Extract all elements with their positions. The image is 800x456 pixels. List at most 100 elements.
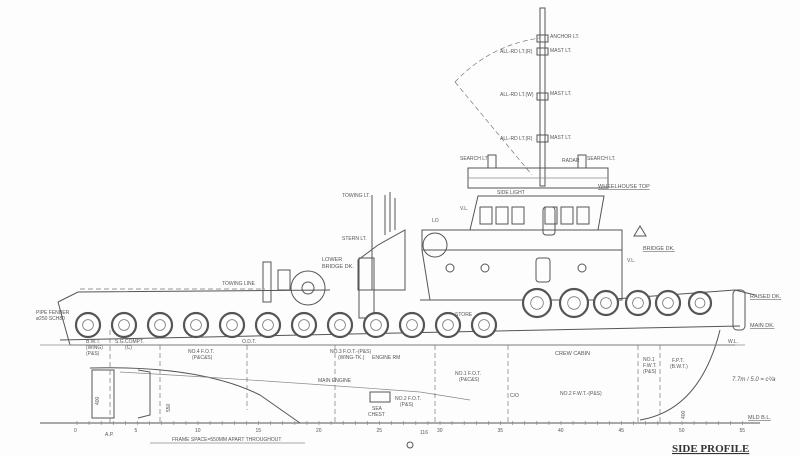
steering-compt-label-2: (C) — [125, 345, 132, 351]
lower-bridge-label-2: BRIDGE DK. — [322, 264, 354, 270]
mast-light-low-label: MAST LT. — [550, 135, 572, 141]
ap-label: A.P. — [105, 432, 114, 438]
towing-line-label: TOWING LINE — [222, 281, 256, 287]
fender-tire-hub — [530, 296, 544, 310]
fender-tire — [470, 311, 498, 339]
fpt-label-2: (B.W.T.) — [670, 364, 688, 370]
frame-number: 0 — [74, 428, 77, 434]
fender-tire-hub — [694, 297, 706, 309]
fender-tires — [74, 287, 713, 339]
search-light-left — [487, 154, 497, 169]
lower-bridge-label-1: LOWER — [322, 257, 342, 263]
search-light-right — [577, 154, 587, 169]
fender-tire-hub — [226, 319, 238, 331]
bwt-label-3: (P&S) — [86, 351, 100, 357]
sea-chest-label-1: SEA — [372, 406, 383, 412]
rudder — [91, 369, 115, 419]
towing-post — [262, 261, 272, 303]
fwt1-label-2: F.W.T. — [643, 363, 657, 369]
frame-number: 55 — [740, 428, 746, 434]
fender-tire-hub — [632, 297, 644, 309]
fender-tire — [654, 289, 682, 317]
side-light-label: SIDE LIGHT — [497, 190, 525, 196]
fender-tire — [218, 311, 246, 339]
fot1-label-2: (P&C&S) — [459, 377, 480, 383]
bwt-label-1: B.W.T. — [86, 339, 100, 345]
engine-room-label: ENGINE RM — [372, 355, 400, 361]
fot3-label-1: NO.3 F.O.T.-(P&S) — [330, 349, 371, 355]
handwritten-note: 7.7m / 5.0 = c²/a — [732, 377, 776, 383]
fender-tire-hub — [567, 296, 581, 310]
bridge-deck-rail — [421, 229, 623, 251]
dim-400-label: 400 — [95, 396, 101, 405]
skeg-line — [89, 367, 301, 424]
steering-compt-label-1: S.G.COMPT. — [115, 339, 144, 345]
fender-tire-hub — [190, 319, 202, 331]
fender-tire-hub — [154, 319, 166, 331]
dim-400b-label: 400 — [681, 410, 687, 419]
frame-number: 50 — [679, 428, 685, 434]
towing-winch-drum — [290, 270, 326, 306]
dim-550-label: 550 — [166, 403, 172, 412]
mast-light-top-label: MAST LT. — [550, 48, 572, 54]
lo-label: LO — [432, 218, 439, 224]
frame-number: 35 — [498, 428, 504, 434]
sea-chest — [369, 391, 391, 403]
waterline-label: W.L. — [728, 339, 738, 345]
fender-tire — [290, 311, 318, 339]
towing-light-label: TOWING LT. — [342, 193, 370, 199]
mast-swing-arc — [454, 37, 541, 83]
fender-tire-hub — [262, 319, 274, 331]
sea-chest-label-2: CHEST — [368, 412, 385, 418]
frame-number: 45 — [619, 428, 625, 434]
fot1-label-1: NO.1 F.O.T. — [455, 371, 481, 377]
fender-tire — [592, 289, 620, 317]
sheer-line — [59, 325, 741, 341]
bulkheads — [109, 330, 661, 423]
fot4-label-1: NO.4 F.O.T. — [188, 349, 214, 355]
fender-tire — [434, 311, 462, 339]
frame-number: 5 — [135, 428, 138, 434]
radar-label: RADAR — [562, 158, 580, 164]
fender-tire — [110, 311, 138, 339]
wheelhouse-door — [542, 206, 556, 236]
fender-tire-hub — [370, 319, 382, 331]
wheelhouse — [469, 195, 605, 231]
frame-number: 15 — [256, 428, 262, 434]
bridge-deck-label: BRIDGE DK. — [643, 246, 675, 252]
main-deck-label: MAIN DK. — [750, 323, 775, 329]
mast-light-mid-label: MAST LT. — [550, 91, 572, 97]
bow-fender — [732, 289, 746, 331]
fender-tire — [521, 287, 553, 319]
fender-tire — [254, 311, 282, 339]
vl-upper-label: V.L. — [460, 206, 468, 212]
propeller — [137, 369, 151, 419]
store-label: STORE — [455, 312, 473, 318]
dim-116-label: 116 — [420, 430, 428, 436]
fender-tire-hub — [662, 297, 674, 309]
wheelhouse-top-label: WHEELHOUSE TOP — [598, 184, 650, 190]
fender-tire-hub — [82, 319, 94, 331]
fender-tire — [687, 290, 713, 316]
fender-tire-hub — [442, 319, 454, 331]
wheelhouse-windows — [479, 206, 590, 225]
stern-light-label: STERN LT. — [342, 236, 367, 242]
vl-lower-label: V.L. — [627, 258, 635, 264]
warning-triangle-icon — [633, 225, 647, 237]
co-label: C/O — [510, 393, 519, 399]
drawing-title: SIDE PROFILE — [672, 443, 749, 455]
exhaust-pipes — [384, 192, 396, 235]
main-engine-label: MAIN ENGINE — [318, 378, 352, 384]
fot3-label-2: (WING-TK.) — [338, 355, 365, 361]
fender-tire — [146, 311, 174, 339]
pipe-fender-label-1: PIPE FENDER — [36, 310, 70, 316]
bwt-label-2: (WING) — [86, 345, 103, 351]
fender-tire-hub — [118, 319, 130, 331]
fot4-label-2: (P&C&S) — [192, 355, 213, 361]
fender-tire — [326, 311, 354, 339]
fender-tire — [398, 311, 426, 339]
fwt1-label-3: (P&S) — [643, 369, 657, 375]
frame-number: 20 — [316, 428, 322, 434]
